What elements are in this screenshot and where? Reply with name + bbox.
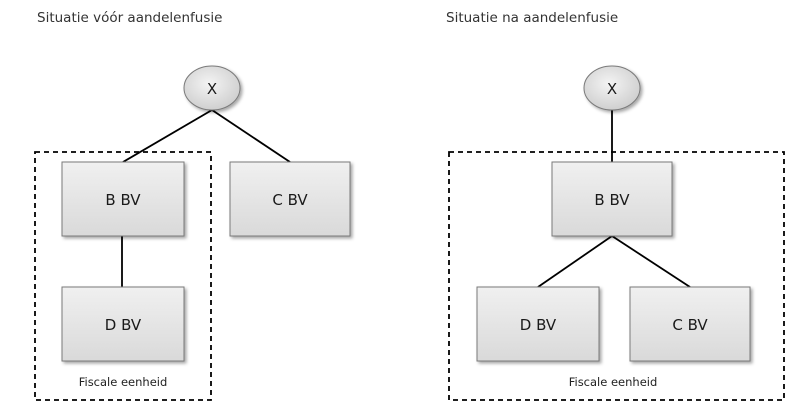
after-fiscal-unit-label: Fiscale eenheid — [569, 375, 658, 389]
before-diagram: X B BV C BV D BV Fiscale eenheid — [34, 65, 351, 401]
before-node-d: D BV — [61, 286, 185, 362]
after-edge-b-d — [537, 235, 613, 288]
before-node-c: C BV — [229, 161, 351, 237]
after-node-c-label: C BV — [672, 316, 708, 334]
before-title: Situatie vóór aandelenfusie — [37, 10, 223, 26]
after-edge-b-c — [611, 235, 691, 288]
before-node-b-label: B BV — [105, 191, 141, 209]
after-node-b-label: B BV — [594, 191, 630, 209]
before-node-d-label: D BV — [105, 316, 142, 334]
before-fiscal-unit-border — [34, 151, 212, 401]
before-node-b: B BV — [61, 161, 185, 237]
before-edge-x-c — [211, 109, 291, 163]
after-node-d: D BV — [476, 286, 600, 362]
before-node-x-label: X — [207, 80, 217, 98]
after-fiscal-unit-border — [448, 151, 785, 401]
before-fiscal-unit-label: Fiscale eenheid — [79, 375, 168, 389]
after-title: Situatie na aandelenfusie — [446, 10, 619, 26]
before-node-x: X — [183, 65, 241, 111]
after-diagram: X B BV D BV C BV Fiscale eenheid — [448, 65, 785, 401]
before-node-c-label: C BV — [272, 191, 308, 209]
after-node-x-label: X — [607, 80, 617, 98]
after-node-c: C BV — [629, 286, 751, 362]
after-node-b: B BV — [551, 161, 673, 237]
after-node-x: X — [583, 65, 641, 111]
before-edge-x-b — [122, 109, 213, 163]
after-node-d-label: D BV — [520, 316, 557, 334]
